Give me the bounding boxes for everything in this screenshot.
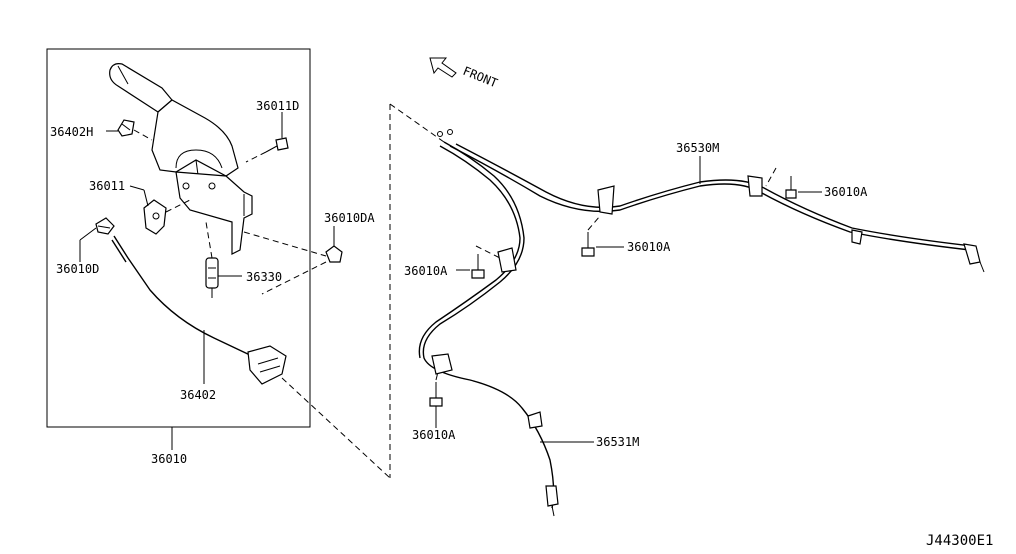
label-36010a-left: 36010A (404, 264, 448, 278)
assembly-box (46, 48, 311, 428)
label-36402h: 36402H (50, 125, 93, 139)
front-label: FRONT (461, 64, 500, 91)
label-36010: 36010 (151, 452, 187, 466)
label-36010da: 36010DA (324, 211, 375, 225)
bolt-36010a-bottom-icon (429, 371, 443, 407)
label-36011: 36011 (89, 179, 125, 193)
diagram-code: J44300E1 (926, 533, 993, 549)
label-36010a-right: 36010A (824, 185, 868, 199)
rear-cable-36531m (418, 129, 559, 517)
label-36010d: 36010D (56, 262, 99, 276)
brake-lever-assembly (109, 63, 253, 255)
label-36011d: 36011D (256, 99, 299, 113)
front-cable-36402 (111, 235, 287, 385)
bolt-36010a-right-icon (765, 167, 797, 199)
rear-cable-36530m (449, 143, 985, 273)
label-36531m: 36531M (596, 435, 639, 449)
rod-36330-icon (205, 257, 219, 298)
front-arrow-icon (429, 57, 457, 78)
label-36402: 36402 (180, 388, 216, 402)
bolt-36010a-left-icon (471, 245, 501, 279)
nut-36010da-icon (325, 245, 343, 263)
label-36530m: 36530M (676, 141, 719, 155)
label-36010a-mid: 36010A (627, 240, 671, 254)
label-36330: 36330 (246, 270, 282, 284)
clip-36402h-icon (117, 119, 135, 137)
label-36010a-bottom: 36010A (412, 428, 456, 442)
bolt-36011d-icon (265, 137, 289, 153)
bolt-36010a-mid-icon (581, 215, 601, 257)
grommet-36010d-icon (95, 217, 115, 235)
